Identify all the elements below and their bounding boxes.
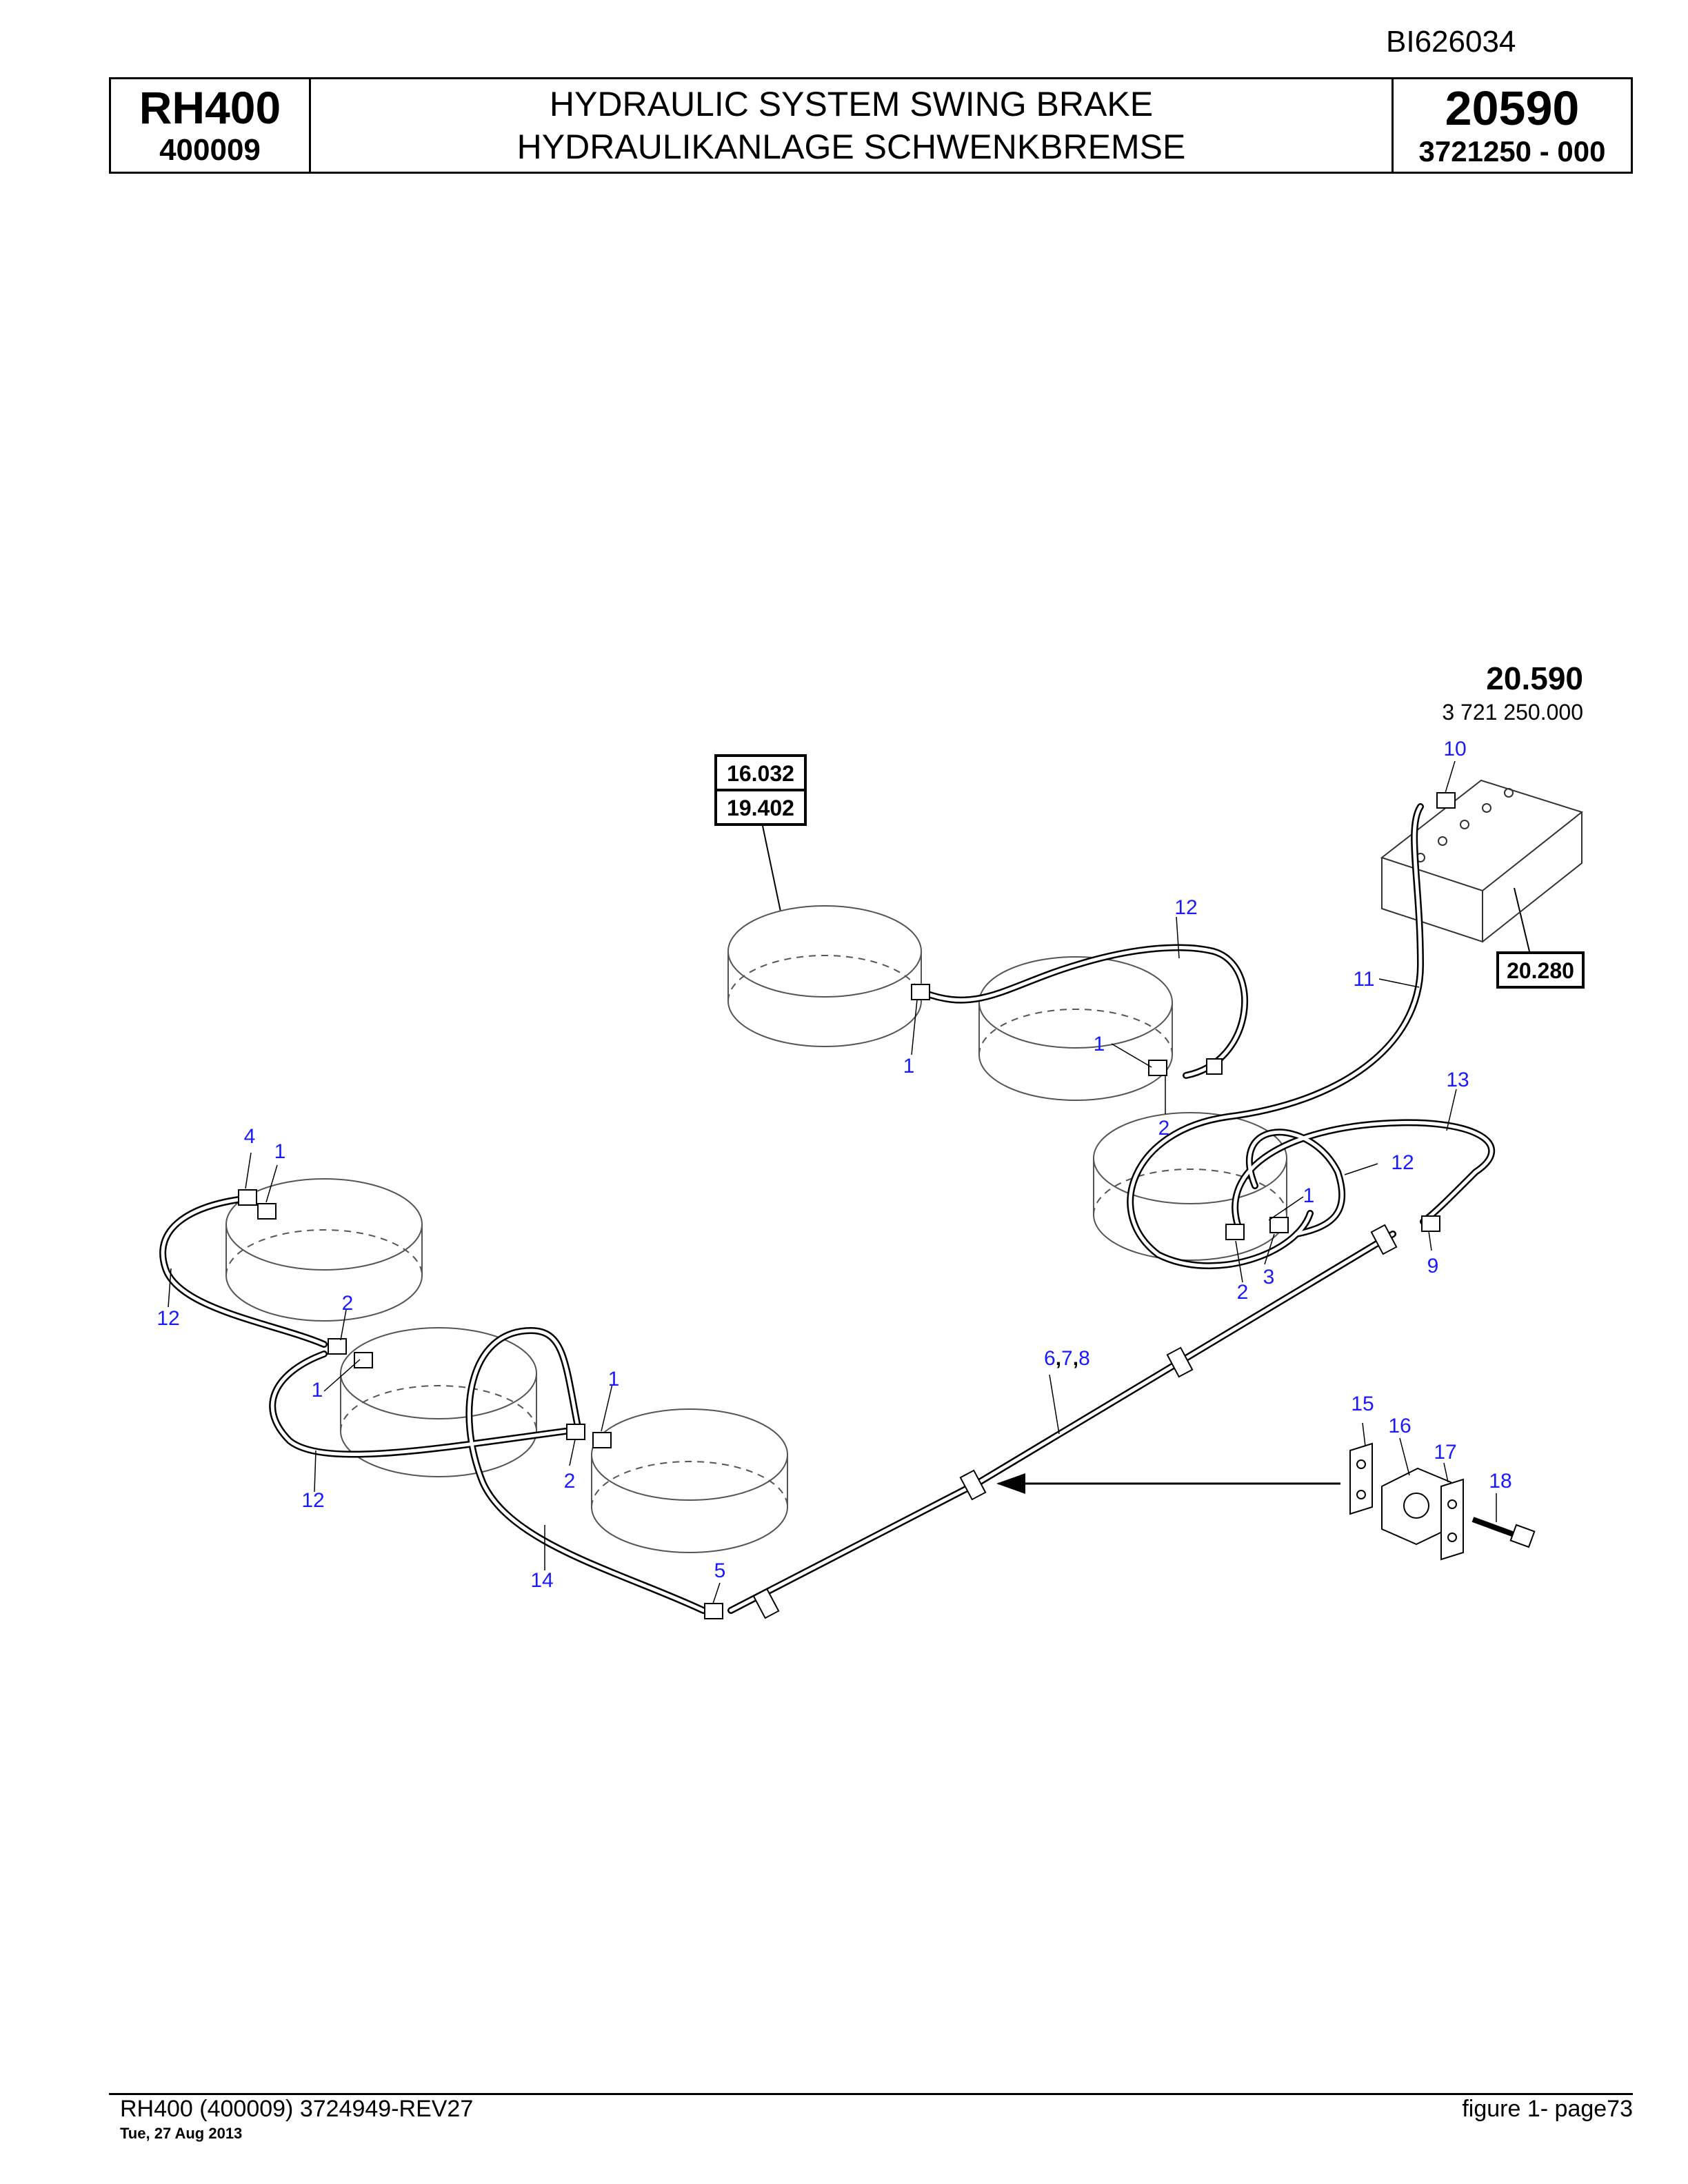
callout-17: 17	[1434, 1441, 1456, 1464]
brake-drum-left-lower	[340, 1327, 537, 1477]
callout-2: 2	[564, 1470, 576, 1493]
model-cell: RH400 400009	[111, 79, 311, 172]
footer-page-ref: figure 1- page73	[1462, 2096, 1633, 2122]
footer-document-ref: RH400 (400009) 3724949-REV27	[120, 2096, 474, 2122]
callout-11: 11	[1353, 968, 1374, 991]
brake-drum-top-middle	[978, 956, 1173, 1101]
callout-1: 1	[1303, 1184, 1315, 1207]
title-english: HYDRAULIC SYSTEM SWING BRAKE	[549, 85, 1154, 123]
clamp-assembly	[1349, 1442, 1536, 1561]
callout-1: 1	[312, 1379, 323, 1402]
group-code: 20.590	[1486, 660, 1583, 696]
callout-1: 1	[608, 1368, 620, 1391]
serial-number: 400009	[159, 133, 261, 167]
hose-lines	[159, 803, 1495, 1614]
callout-15: 15	[1351, 1393, 1374, 1415]
callout-1: 1	[1094, 1033, 1105, 1055]
leader-lines	[168, 760, 1497, 1604]
callout-2: 2	[342, 1292, 354, 1315]
svg-text:16.032: 16.032	[727, 761, 794, 786]
callout-4: 4	[244, 1125, 256, 1148]
group-cell: 20590 3721250 - 000	[1394, 79, 1631, 172]
svg-text:19.402: 19.402	[727, 796, 794, 820]
brake-drum-top-left	[727, 905, 922, 1047]
fittings	[238, 792, 1456, 1619]
callout-3: 3	[1263, 1266, 1275, 1288]
brake-drum-right	[1093, 1112, 1287, 1261]
ref-box-20280: 20.280	[1496, 951, 1585, 989]
callout-14: 14	[530, 1569, 553, 1592]
group-part-number: 3 721 250.000	[1442, 700, 1583, 725]
callout-18: 18	[1489, 1470, 1511, 1493]
document-id: BI626034	[1386, 25, 1516, 59]
hose-lines-inner	[163, 807, 1491, 1610]
title-german: HYDRAULIKANLAGE SCHWENKBREMSE	[516, 128, 1186, 166]
callout-2: 2	[1158, 1117, 1170, 1140]
callout-8-9-10: 6,7,8	[1044, 1347, 1090, 1370]
ref-box-19402: 19.402	[714, 789, 807, 826]
callout-12: 12	[1174, 896, 1197, 919]
footer-rule	[109, 2093, 1633, 2095]
pipe-clamps	[752, 1224, 1398, 1619]
brake-drum-center	[591, 1408, 788, 1553]
callout-7: 10	[1443, 738, 1466, 760]
model-name: RH400	[139, 82, 281, 133]
valve-block	[1380, 779, 1584, 943]
brake-drum-left-upper	[225, 1178, 423, 1322]
group-number: 20590	[1445, 81, 1580, 135]
title-cell: HYDRAULIC SYSTEM SWING BRAKE HYDRAULIKAN…	[311, 79, 1394, 172]
callout-12: 12	[301, 1489, 324, 1512]
callout-1: 1	[274, 1140, 286, 1163]
title-block: RH400 400009 HYDRAULIC SYSTEM SWING BRAK…	[109, 77, 1633, 174]
callout-16: 16	[1388, 1415, 1411, 1437]
callout-2: 2	[1237, 1281, 1249, 1304]
callout-12: 12	[1391, 1151, 1414, 1174]
callout-13: 13	[1446, 1069, 1469, 1091]
ref-box-16032: 16.032	[714, 754, 807, 791]
callout-1: 1	[903, 1055, 915, 1078]
callout-5: 5	[714, 1559, 726, 1582]
svg-text:20.280: 20.280	[1507, 958, 1574, 983]
part-number: 3721250 - 000	[1418, 135, 1606, 168]
callout-12: 12	[157, 1307, 179, 1330]
footer-date: Tue, 27 Aug 2013	[120, 2125, 243, 2142]
callout-6: 9	[1427, 1255, 1439, 1277]
